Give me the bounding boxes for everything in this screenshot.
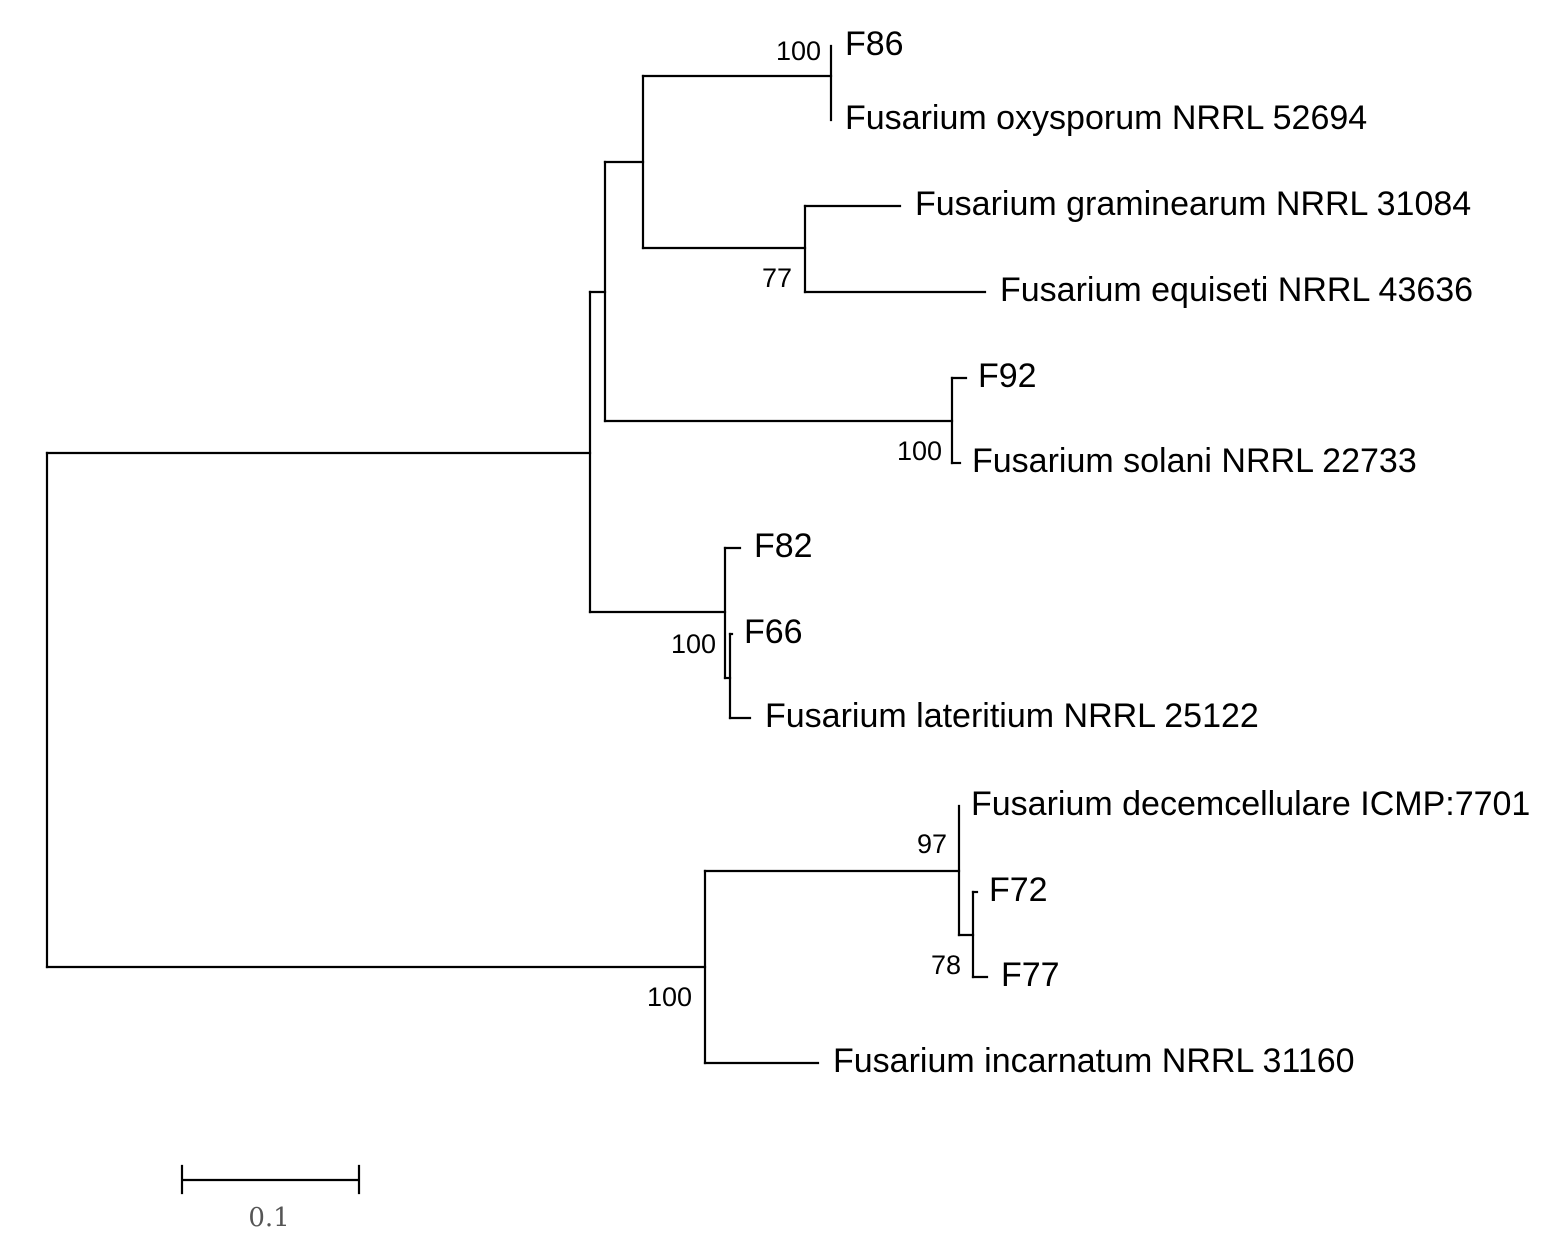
tree-branches	[45, 44, 989, 1065]
bootstrap-value: 100	[647, 982, 692, 1012]
taxon-label: F77	[1001, 956, 1060, 994]
taxon-label: F66	[744, 613, 803, 651]
bootstrap-value: 100	[671, 629, 716, 659]
bootstrap-value: 77	[762, 263, 792, 293]
taxon-label: F92	[978, 357, 1037, 395]
taxon-label: Fusarium oxysporum NRRL 52694	[845, 99, 1367, 137]
bootstrap-value: 100	[897, 436, 942, 466]
taxon-label: F72	[989, 871, 1048, 909]
taxon-label: F82	[754, 527, 813, 565]
scale-bar: 0.1	[180, 1164, 361, 1233]
taxon-label: Fusarium decemcellulare ICMP:7701	[971, 785, 1530, 823]
scale-bar-label: 0.1	[248, 1203, 289, 1233]
scale-bar-line	[180, 1164, 361, 1195]
taxon-label: Fusarium incarnatum NRRL 31160	[833, 1042, 1355, 1080]
bootstrap-value: 97	[917, 829, 947, 859]
taxon-label: Fusarium solani NRRL 22733	[972, 442, 1417, 480]
bootstrap-value: 78	[931, 950, 961, 980]
taxon-label: Fusarium graminearum NRRL 31084	[915, 185, 1471, 223]
taxon-label: F86	[845, 25, 904, 63]
bootstrap-values: 100 77 100 100 97 78 100	[647, 36, 961, 1012]
taxon-label: Fusarium equiseti NRRL 43636	[1000, 271, 1473, 309]
bootstrap-value: 100	[776, 36, 821, 66]
taxon-labels: F86 Fusarium oxysporum NRRL 52694 Fusari…	[744, 25, 1530, 1080]
taxon-label: Fusarium lateritium NRRL 25122	[765, 697, 1259, 735]
